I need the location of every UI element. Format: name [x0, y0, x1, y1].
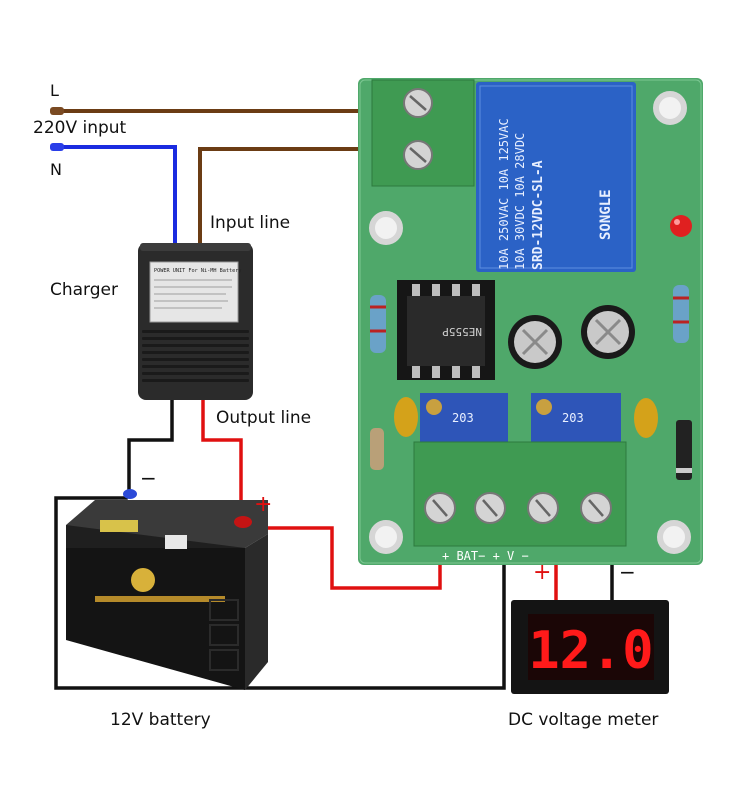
- ceramic-cap-right: [634, 398, 658, 438]
- potentiometer-rp1: 203: [531, 393, 621, 443]
- terminal-labels: + BAT− + V −: [442, 549, 529, 563]
- relay-spec-1: 10A 250VAC 10A 125VAC: [497, 118, 511, 270]
- resistor-left: [370, 295, 386, 353]
- relay: [476, 82, 636, 272]
- label-neutral: N: [50, 160, 62, 179]
- label-meter-minus: −: [619, 560, 636, 584]
- pot-rp2-label: 203: [452, 411, 474, 425]
- battery-negative-terminal: [123, 489, 137, 499]
- neutral-plug: [50, 143, 64, 151]
- mount-hole-tl: [369, 211, 403, 245]
- capacitor-c1: [581, 305, 635, 359]
- label-battery-plus: +: [254, 492, 273, 517]
- battery-negative-wire: [54, 496, 506, 690]
- battery-positive-terminal: [234, 516, 252, 528]
- label-dc-voltage-meter: DC voltage meter: [508, 710, 659, 730]
- charger: POWER UNIT For Ni-MH Battery: [138, 243, 253, 400]
- relay-spec-2: 10A 30VDC 10A 28VDC: [513, 133, 527, 270]
- charger-vents: [142, 330, 249, 382]
- dc-voltage-meter: 12.0: [511, 600, 669, 694]
- label-battery-minus: −: [140, 466, 157, 490]
- battery-positive-wire: [250, 526, 442, 590]
- potentiometer-rp2: 203: [420, 393, 508, 443]
- charger-label-plate: [149, 261, 239, 323]
- label-meter-plus: +: [533, 560, 552, 585]
- capacitor-c2: [508, 315, 562, 369]
- relay-board: 10A 250VAC 10A 125VAC 10A 30VDC 10A 28VD…: [358, 78, 703, 565]
- status-led: [670, 215, 692, 237]
- label-output-line: Output line: [216, 408, 312, 428]
- mount-hole-tr: [653, 91, 687, 125]
- diode-right: [676, 420, 692, 480]
- ne555-chip: [407, 296, 485, 366]
- live-plug: [50, 107, 64, 115]
- label-live: L: [50, 81, 59, 100]
- label-12v-battery: 12V battery: [110, 710, 211, 730]
- mount-hole-br: [657, 520, 691, 554]
- battery: [66, 489, 268, 690]
- meter-reading: 12.0: [528, 621, 653, 681]
- charger-positive-wire: [201, 396, 243, 520]
- label-input-line: Input line: [210, 213, 291, 233]
- ne555-label: NE555P: [442, 325, 482, 338]
- relay-model: SRD-12VDC-SL-A: [531, 160, 546, 270]
- wires: [54, 109, 614, 690]
- relay-brand: SONGLE: [598, 189, 614, 240]
- label-220v-input: 220V input: [33, 118, 127, 138]
- charger-input-wire: [198, 147, 362, 247]
- mount-hole-bl: [369, 520, 403, 554]
- ceramic-cap-left: [394, 397, 418, 437]
- diode-left: [370, 428, 384, 470]
- resistor-right: [673, 285, 689, 343]
- neutral-wire: [56, 145, 177, 247]
- charger-plate-text: POWER UNIT For Ni-MH Battery: [154, 268, 241, 274]
- charger-negative-wire: [127, 396, 174, 494]
- pot-rp1-label: 203: [562, 411, 584, 425]
- label-charger: Charger: [50, 280, 118, 300]
- meter-display: [528, 614, 654, 680]
